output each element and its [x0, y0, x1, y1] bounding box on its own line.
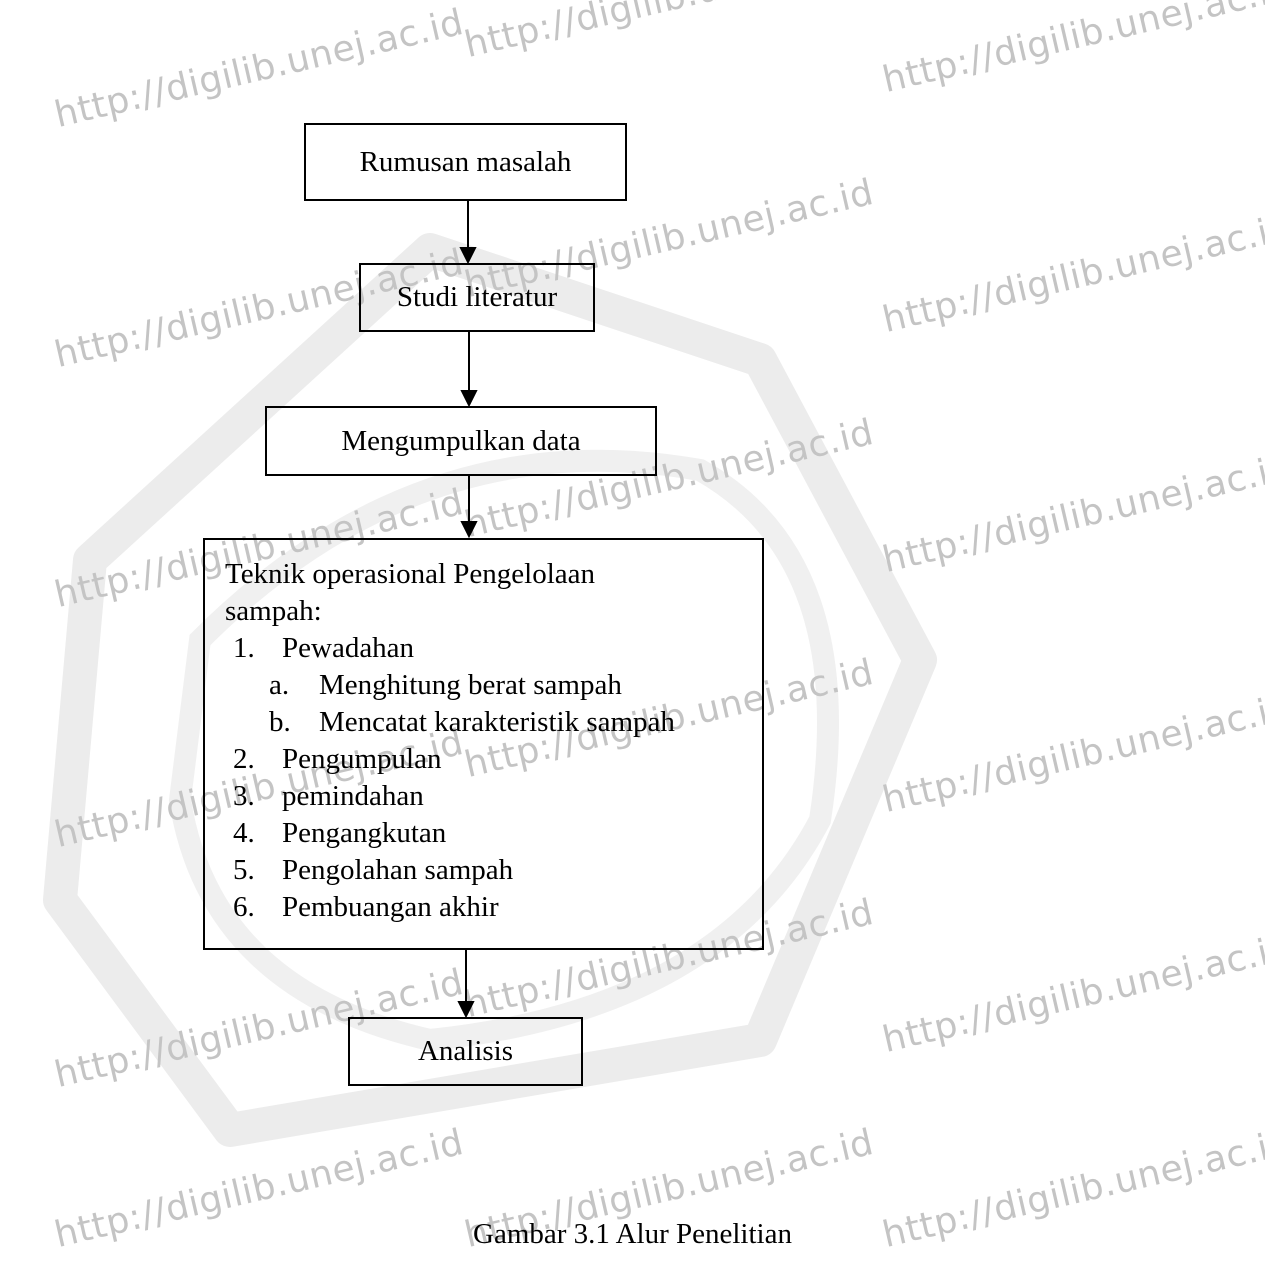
list-item: 1. Pewadahan — [225, 630, 762, 667]
step-title-line1: Teknik operasional Pengelolaan — [225, 558, 596, 590]
step-rumusan-masalah: Rumusan masalah — [304, 123, 627, 201]
list-text: Pembuangan akhir — [282, 891, 499, 923]
list-item: 4. Pengangkutan — [225, 815, 762, 852]
list-text: pemindahan — [282, 780, 424, 812]
figure-caption: Gambar 3.1 Alur Penelitian — [473, 1218, 792, 1250]
step-mengumpulkan-data: Mengumpulkan data — [265, 406, 657, 476]
list-number: 1. — [233, 632, 255, 664]
list-number: 3. — [233, 780, 255, 812]
list-text: Pewadahan — [282, 632, 415, 664]
sub-list-item: b. Mencatat karakteristik sampah — [225, 704, 762, 741]
list-text: Pengangkutan — [282, 817, 447, 849]
list-item: 3. pemindahan — [225, 778, 762, 815]
step-label: Studi literatur — [396, 281, 558, 313]
sub-list-item: a. Menghitung berat sampah — [225, 667, 762, 704]
step-studi-literatur: Studi literatur — [359, 263, 595, 332]
list-item: 2. Pengumpulan — [225, 741, 762, 778]
list-number: 4. — [233, 817, 255, 849]
list-text: Pengolahan sampah — [282, 854, 514, 886]
step-label: Rumusan masalah — [359, 145, 572, 178]
list-item: 6. Pembuangan akhir — [225, 889, 762, 926]
list-number: 5. — [233, 854, 255, 886]
list-item: 5. Pengolahan sampah — [225, 852, 762, 889]
step-analisis: Analisis — [348, 1017, 583, 1086]
list-text: Menghitung berat sampah — [319, 669, 622, 701]
step-label: Mengumpulkan data — [341, 424, 581, 457]
step-label: Analisis — [417, 1035, 514, 1067]
list-number: a. — [269, 669, 290, 701]
list-number: 6. — [233, 891, 255, 923]
step-title-line2: sampah: — [225, 595, 322, 627]
list-number: b. — [269, 706, 291, 738]
list-text: Pengumpulan — [282, 743, 442, 775]
list-text: Mencatat karakteristik sampah — [319, 706, 675, 738]
step-teknik-operasional: Teknik operasional Pengelolaan sampah: 1… — [203, 538, 764, 950]
list-number: 2. — [233, 743, 255, 775]
